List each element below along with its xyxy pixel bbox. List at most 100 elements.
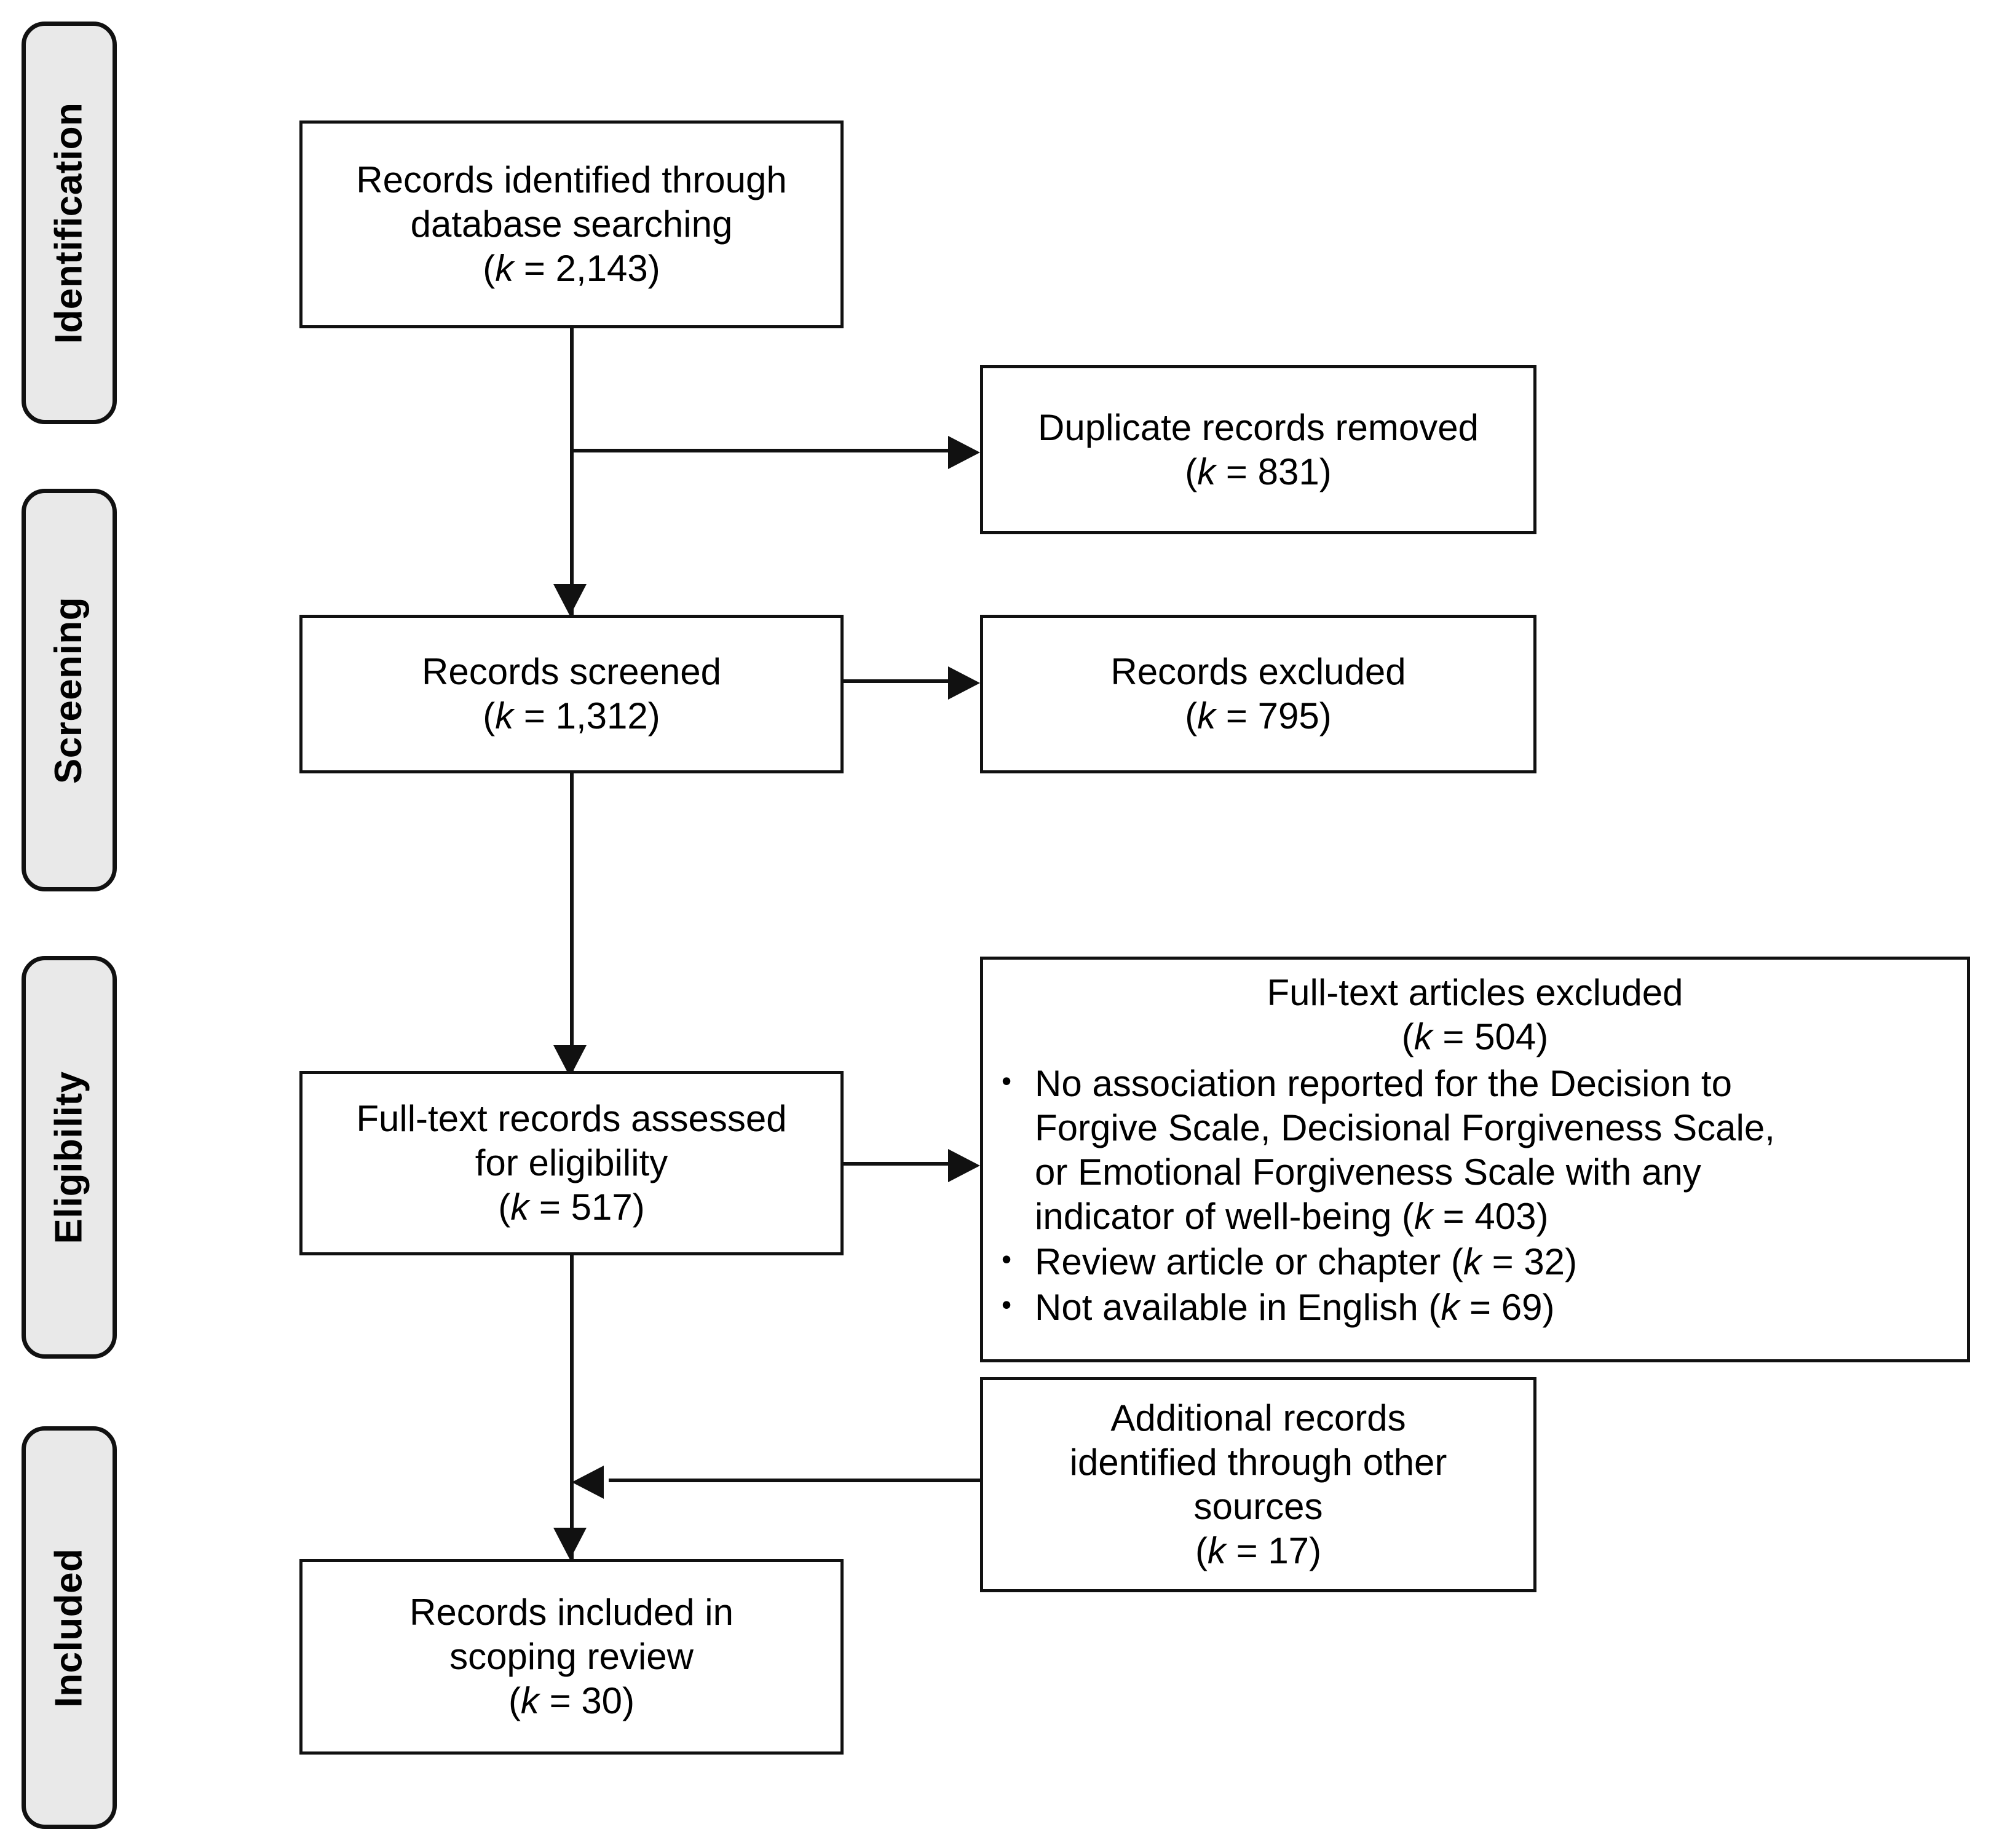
additional-records-count: (k = 17) bbox=[1195, 1530, 1322, 1571]
arrow-to-duplicates bbox=[948, 436, 980, 469]
connector-to-fulltext-excluded bbox=[844, 1162, 951, 1166]
records-identified-line1: Records identified through bbox=[356, 159, 787, 200]
eq-symbol: = bbox=[539, 1680, 582, 1721]
records-included-line2: scoping review bbox=[449, 1636, 694, 1677]
connector-screened-to-fulltext bbox=[570, 772, 574, 1079]
records-identified-count: (k = 2,143) bbox=[483, 248, 660, 289]
eq-symbol: = bbox=[1216, 695, 1258, 736]
k-symbol: k bbox=[1414, 1016, 1433, 1057]
arrow-additional-to-trunk bbox=[572, 1466, 604, 1499]
records-screened-count: (k = 1,312) bbox=[483, 695, 660, 736]
box-fulltext-assessed: Full-text records assessed for eligibili… bbox=[299, 1071, 844, 1255]
k-symbol: k bbox=[1197, 695, 1216, 736]
reason-0-line1: No association reported for the Decision… bbox=[1035, 1063, 1732, 1104]
duplicates-removed-count: (k = 831) bbox=[1185, 451, 1332, 492]
reason-0-line4-with-count: indicator of well-being (k = 403) bbox=[1035, 1196, 1549, 1237]
box-records-included: Records included in scoping review (k = … bbox=[299, 1559, 844, 1755]
records-screened-line1: Records screened bbox=[422, 651, 721, 692]
additional-records-line1: Additional records bbox=[1110, 1397, 1406, 1439]
k-symbol: k bbox=[1441, 1287, 1460, 1328]
reason-2-line1-with-count: Not available in English (k = 69) bbox=[1035, 1287, 1555, 1328]
connector-identified-to-screened bbox=[570, 326, 574, 615]
connector-to-records-excluded bbox=[844, 679, 951, 683]
fulltext-excluded-count: (k = 504) bbox=[1401, 1016, 1549, 1057]
stage-pill-included: Included bbox=[22, 1426, 117, 1829]
eq-symbol: = bbox=[513, 695, 556, 736]
k-symbol: k bbox=[1197, 451, 1216, 492]
k-symbol: k bbox=[1207, 1530, 1226, 1571]
reason-0-line4: indicator of well-being bbox=[1035, 1196, 1392, 1237]
arrow-fulltext-to-included bbox=[553, 1528, 587, 1560]
connector-to-duplicates bbox=[570, 449, 951, 452]
fulltext-assessed-line2: for eligibility bbox=[475, 1142, 668, 1183]
arrow-to-records-excluded bbox=[948, 666, 980, 700]
records-included-line1: Records included in bbox=[409, 1592, 734, 1633]
duplicates-removed-line1: Duplicate records removed bbox=[1038, 406, 1479, 448]
reason-0-line3: or Emotional Forgiveness Scale with any bbox=[1035, 1151, 1701, 1193]
bullet-icon: • bbox=[1002, 1243, 1012, 1275]
k-symbol: k bbox=[1414, 1196, 1433, 1237]
fulltext-assessed-line1: Full-text records assessed bbox=[356, 1098, 787, 1139]
list-item: • Not available in English (k = 69) bbox=[1002, 1285, 1948, 1330]
stage-label-screening: Screening bbox=[47, 596, 90, 784]
box-additional-records: Additional records identified through ot… bbox=[980, 1377, 1536, 1592]
records-included-count: (k = 30) bbox=[508, 1680, 635, 1721]
records-excluded-value: 795 bbox=[1257, 695, 1319, 736]
reason-1-line1: Review article or chapter bbox=[1035, 1241, 1441, 1282]
additional-records-line2: identified through other bbox=[1069, 1442, 1447, 1483]
box-records-screened: Records screened (k = 1,312) bbox=[299, 615, 844, 773]
fulltext-excluded-reason-list: • No association reported for the Decisi… bbox=[995, 1062, 1955, 1331]
eq-symbol: = bbox=[1481, 1241, 1524, 1282]
stage-pill-screening: Screening bbox=[22, 489, 117, 891]
connector-fulltext-to-included bbox=[570, 1251, 574, 1562]
k-symbol: k bbox=[520, 1680, 539, 1721]
fulltext-assessed-value: 517 bbox=[571, 1187, 633, 1228]
reason-1-line1-with-count: Review article or chapter (k = 32) bbox=[1035, 1241, 1578, 1282]
eq-symbol: = bbox=[1432, 1196, 1475, 1237]
box-fulltext-excluded: Full-text articles excluded (k = 504) • … bbox=[980, 957, 1970, 1362]
stage-label-included: Included bbox=[47, 1548, 90, 1707]
box-records-excluded: Records excluded (k = 795) bbox=[980, 615, 1536, 773]
additional-records-line3: sources bbox=[1193, 1486, 1323, 1527]
eq-symbol: = bbox=[513, 248, 556, 289]
reason-0-line2: Forgive Scale, Decisional Forgiveness Sc… bbox=[1035, 1107, 1775, 1148]
reason-2-value: 69 bbox=[1501, 1287, 1543, 1328]
box-records-identified: Records identified through database sear… bbox=[299, 120, 844, 328]
bullet-icon: • bbox=[1002, 1065, 1012, 1097]
list-item: • No association reported for the Decisi… bbox=[1002, 1062, 1948, 1239]
reason-1-value: 32 bbox=[1524, 1241, 1565, 1282]
eq-symbol: = bbox=[1216, 451, 1258, 492]
fulltext-excluded-value: 504 bbox=[1474, 1016, 1536, 1057]
k-symbol: k bbox=[495, 695, 514, 736]
records-identified-value: 2,143 bbox=[555, 248, 648, 289]
eq-symbol: = bbox=[529, 1187, 571, 1228]
records-screened-value: 1,312 bbox=[555, 695, 648, 736]
arrow-to-fulltext-excluded bbox=[948, 1149, 980, 1182]
stage-label-identification: Identification bbox=[47, 102, 90, 344]
reason-0-value: 403 bbox=[1474, 1196, 1536, 1237]
arrow-identified-to-screened bbox=[553, 584, 587, 616]
records-excluded-line1: Records excluded bbox=[1110, 651, 1406, 692]
eq-symbol: = bbox=[1432, 1016, 1475, 1057]
fulltext-excluded-heading: Full-text articles excluded bbox=[1267, 972, 1683, 1013]
k-symbol: k bbox=[495, 248, 514, 289]
k-symbol: k bbox=[510, 1187, 529, 1228]
stage-label-eligibility: Eligibility bbox=[47, 1070, 90, 1244]
list-item: • Review article or chapter (k = 32) bbox=[1002, 1240, 1948, 1284]
records-excluded-count: (k = 795) bbox=[1185, 695, 1332, 736]
fulltext-assessed-count: (k = 517) bbox=[498, 1187, 645, 1228]
eq-symbol: = bbox=[1459, 1287, 1501, 1328]
records-included-value: 30 bbox=[581, 1680, 623, 1721]
box-duplicates-removed: Duplicate records removed (k = 831) bbox=[980, 365, 1536, 534]
fulltext-excluded-heading-group: Full-text articles excluded (k = 504) bbox=[995, 971, 1955, 1059]
reason-2-line1: Not available in English bbox=[1035, 1287, 1418, 1328]
stage-pill-eligibility: Eligibility bbox=[22, 956, 117, 1359]
k-symbol: k bbox=[1463, 1241, 1482, 1282]
eq-symbol: = bbox=[1225, 1530, 1268, 1571]
connector-additional-to-trunk bbox=[609, 1479, 984, 1482]
duplicates-removed-value: 831 bbox=[1257, 451, 1319, 492]
additional-records-value: 17 bbox=[1268, 1530, 1310, 1571]
stage-pill-identification: Identification bbox=[22, 22, 117, 424]
bullet-icon: • bbox=[1002, 1289, 1012, 1321]
